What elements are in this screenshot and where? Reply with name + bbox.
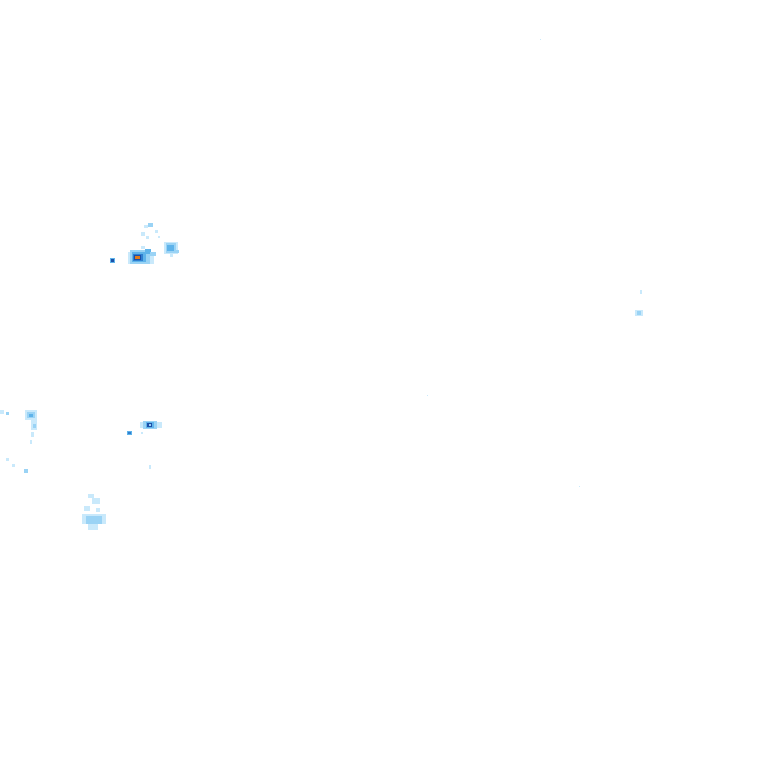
- cell-east: [635, 290, 643, 316]
- cell-southwest: [82, 494, 106, 530]
- cell-northwest-north: [141, 223, 160, 239]
- cell-west-edge: [0, 410, 37, 473]
- cell-northwest-west: [110, 258, 115, 263]
- cell-northwest-core: [128, 246, 156, 264]
- cell-northwest-east: [164, 242, 179, 257]
- radar-speckles: [427, 39, 580, 487]
- cell-west-central: [127, 421, 162, 469]
